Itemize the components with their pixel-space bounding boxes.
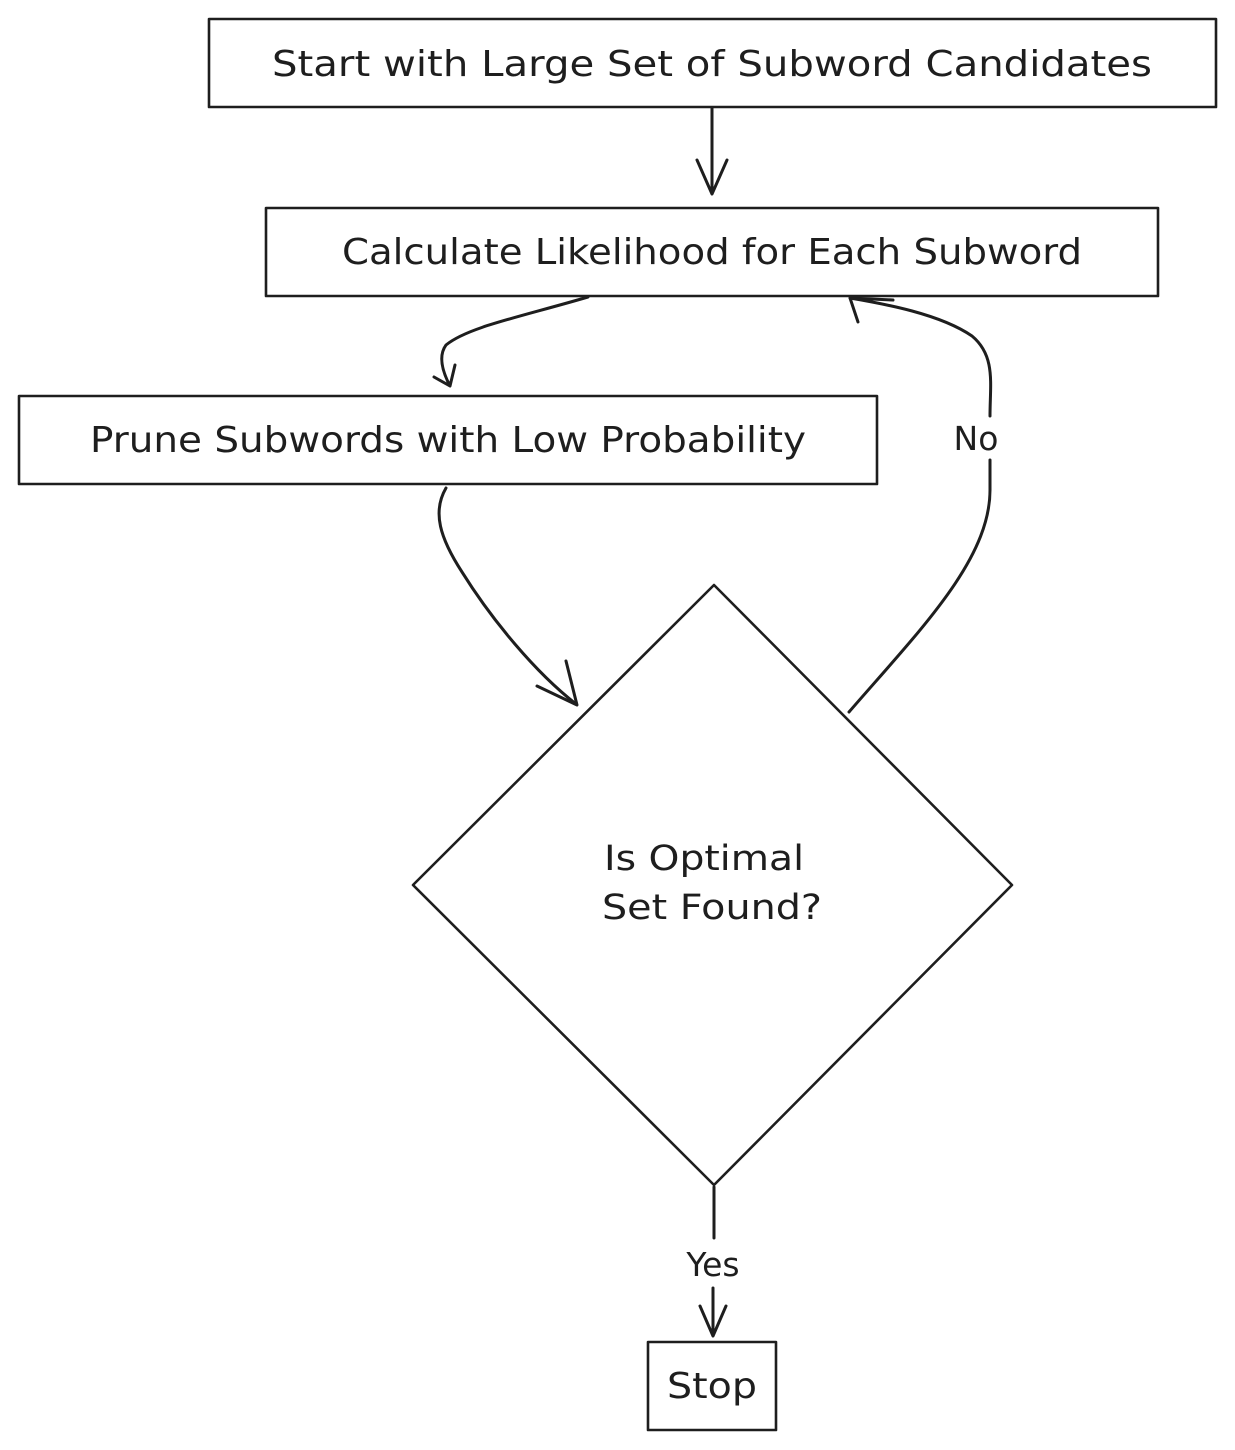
edge-decision-to-calculate — [847, 458, 992, 714]
start-node-box — [207, 17, 1218, 109]
arrowhead-calculate-to-prune — [432, 363, 457, 388]
edge-prune-to-decision — [437, 486, 578, 706]
arrowhead-yes — [698, 1304, 728, 1338]
nodes: Start with Large Set of Subword Candidat… — [17, 17, 1218, 1432]
arrowhead-prune-to-decision — [535, 659, 579, 707]
calculate-node-label: Calculate Likelihood for Each Subword — [342, 232, 1082, 273]
stop-node-box — [646, 1340, 778, 1432]
prune-node-label: Prune Subwords with Low Probability — [90, 420, 806, 461]
prune-node-box — [17, 394, 879, 486]
yes-edge-label: Yes — [685, 1245, 739, 1284]
arrowhead-no-loop — [848, 296, 895, 324]
start-node-label: Start with Large Set of Subword Candidat… — [272, 44, 1152, 85]
edge-calculate-to-prune — [440, 295, 590, 386]
edge-labels: No Yes — [685, 419, 998, 1284]
edges — [432, 106, 993, 1338]
arrowhead-start-to-calculate — [695, 158, 729, 196]
edge-no-loop-upper — [848, 296, 993, 418]
no-edge-label: No — [954, 419, 999, 458]
decision-node-diamond — [411, 583, 1014, 1187]
decision-node-line1: Is Optimal — [604, 839, 804, 879]
stop-node-label: Stop — [667, 1366, 757, 1407]
calculate-node-box — [264, 206, 1160, 298]
decision-node-line2: Set Found? — [602, 888, 822, 928]
